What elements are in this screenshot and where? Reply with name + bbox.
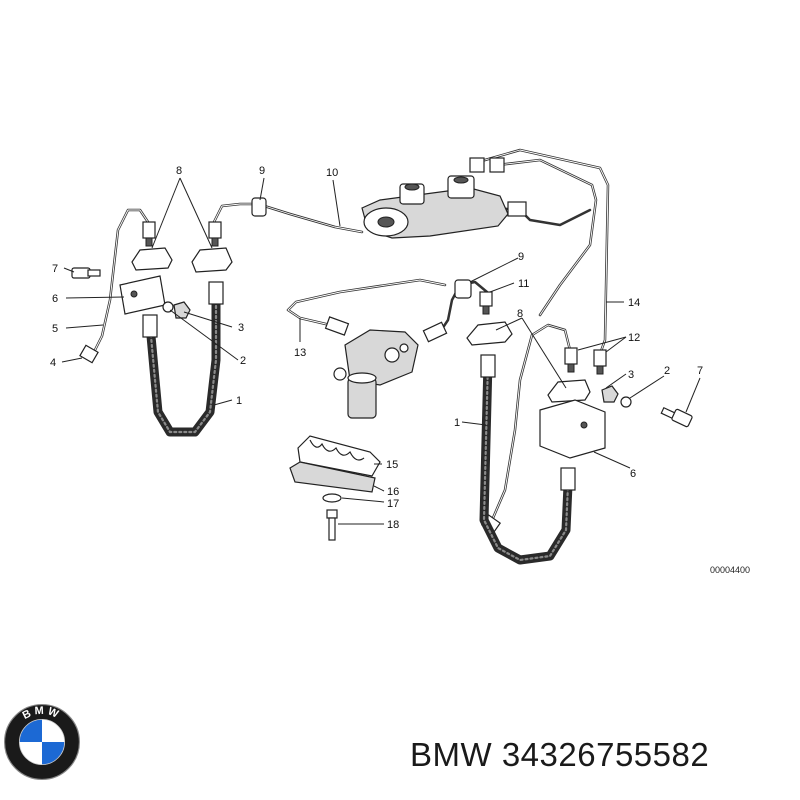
pipe-clip-assembly <box>289 435 381 541</box>
bmw-logo: BMW <box>3 703 81 781</box>
callout-3-right: 3 <box>628 369 634 381</box>
brand-name: BMW <box>410 736 493 773</box>
pipe-middle-13 <box>286 278 447 327</box>
callout-8-left: 8 <box>176 165 182 177</box>
logo-lettering: BMW <box>21 705 60 722</box>
callout-15: 15 <box>386 459 398 471</box>
callout-5: 5 <box>52 323 58 335</box>
logo-blue-quadrant <box>19 719 42 742</box>
svg-text:BMW: BMW <box>21 705 63 722</box>
logo-blue-quadrant-lower <box>42 742 65 765</box>
callout-16: 16 <box>387 486 399 498</box>
callout-11: 11 <box>518 278 529 290</box>
pipe-fittings <box>79 197 607 534</box>
callout-9-right: 9 <box>518 251 524 263</box>
brake-hose-left <box>142 281 224 437</box>
callout-12: 12 <box>628 332 640 344</box>
callout-10: 10 <box>326 167 338 179</box>
callout-3-left: 3 <box>238 322 244 334</box>
part-title: BMW 34326755582 <box>410 736 709 774</box>
callout-14: 14 <box>628 297 640 309</box>
brackets <box>119 247 606 459</box>
callout-8-right: 8 <box>517 308 523 320</box>
brake-hose-right <box>479 354 576 565</box>
callout-2-left: 2 <box>240 355 246 367</box>
callout-labels: 8 9 10 7 6 5 4 3 2 1 9 11 13 8 14 12 3 2… <box>50 165 703 531</box>
diagram-reference-code: 00004400 <box>710 565 751 575</box>
callout-1-right: 1 <box>454 417 460 429</box>
callout-18: 18 <box>387 519 399 531</box>
callout-9-top: 9 <box>259 165 265 177</box>
leader-lines <box>61 177 701 525</box>
callout-6-left: 6 <box>52 293 58 305</box>
pressure-valve <box>324 316 448 419</box>
pipe-top-right-second <box>496 158 598 317</box>
master-cylinder <box>361 157 527 239</box>
callout-17: 17 <box>387 498 399 510</box>
callout-7-right: 7 <box>697 365 703 377</box>
callout-2-right: 2 <box>664 365 670 377</box>
callout-6-right: 6 <box>630 468 636 480</box>
small-hardware <box>71 267 693 428</box>
callout-4: 4 <box>50 357 56 369</box>
callout-13: 13 <box>294 347 306 359</box>
part-number: 34326755582 <box>501 736 710 773</box>
callout-1-left: 1 <box>236 395 242 407</box>
callout-7-left: 7 <box>52 263 58 275</box>
